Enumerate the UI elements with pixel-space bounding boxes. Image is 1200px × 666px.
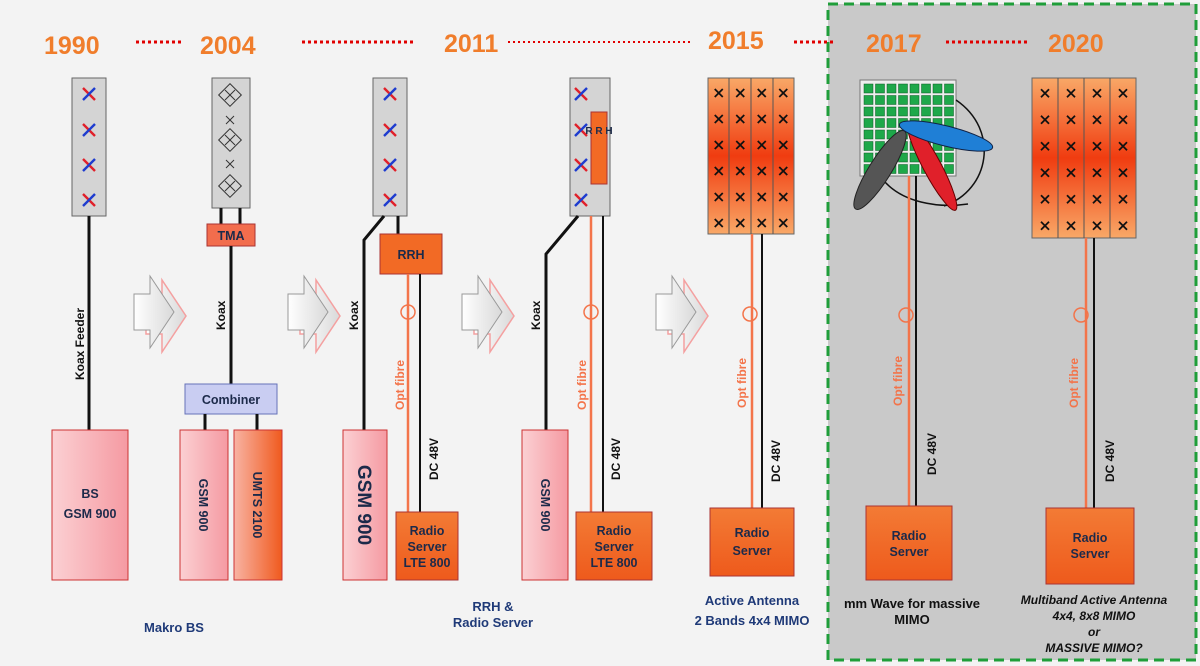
opt-fibre-label: Opt fibre	[575, 360, 589, 410]
antenna-panel	[211, 77, 251, 209]
arrow-icon	[287, 274, 341, 355]
year-2015: 2015	[708, 27, 764, 55]
umts2100-label: UMTS 2100	[250, 472, 264, 539]
antenna-panel	[372, 77, 408, 217]
beam-blue	[898, 120, 994, 152]
year-1990: 1990	[44, 32, 100, 60]
antenna-panel	[71, 77, 107, 217]
gsm900-box	[521, 429, 569, 581]
bs-box	[51, 429, 129, 581]
server-label: Server	[1071, 547, 1110, 561]
gsm900-label: GSM 900	[196, 479, 210, 532]
era-2011-b: R R H Koax Opt fibre DC 48V GSM 900 Radi…	[521, 77, 653, 581]
radio-label: Radio	[735, 526, 770, 540]
rrh-integrated	[590, 111, 608, 185]
gsm900-label: GSM 900	[353, 465, 374, 545]
radio-label: Radio	[410, 524, 445, 538]
radio-server-box	[395, 511, 459, 581]
lte800-label: LTE 800	[590, 556, 637, 570]
era-1990: Koax Feeder BS GSM 900	[51, 77, 129, 581]
koax-cable	[544, 215, 580, 430]
radio-server-box	[709, 507, 795, 577]
gsm900-label: GSM 900	[538, 479, 552, 532]
gsm900-box	[179, 429, 229, 581]
active-caption-2: 2 Bands 4x4 MIMO	[695, 613, 810, 628]
multiband-caption-3: or	[1088, 625, 1101, 639]
server-label: Server	[890, 545, 929, 559]
koax-label: Koax	[214, 300, 228, 330]
era-2011-a: Koax RRH Opt fibre DC 48V GSM 900 Radio …	[342, 77, 533, 630]
koax-cable	[362, 215, 386, 430]
radio-server-box	[1045, 507, 1135, 585]
active-caption-1: Active Antenna	[705, 593, 800, 608]
future-frame	[826, 2, 1198, 662]
bs-label: BS	[81, 487, 98, 501]
year-2020: 2020	[1048, 30, 1104, 58]
dc48v-label: DC 48V	[769, 440, 783, 482]
koax-label: Koax	[529, 300, 543, 330]
cross-icon	[383, 87, 397, 207]
era-2004: TMA Koax Combiner GSM 900 UMTS 2100 Makr…	[144, 77, 283, 635]
cross-icon	[82, 87, 96, 207]
rrh-box	[379, 233, 443, 275]
combiner-label: Combiner	[202, 393, 260, 407]
dc48v-label: DC 48V	[925, 433, 939, 475]
opt-fibre-label: Opt fibre	[891, 356, 905, 406]
mmwave-caption-2: MIMO	[894, 612, 929, 627]
radio-label: Radio	[892, 529, 927, 543]
koax-label: Koax	[347, 300, 361, 330]
opt-fibre-label: Opt fibre	[735, 358, 749, 408]
makro-bs-caption: Makro BS	[144, 620, 204, 635]
dc48v-label: DC 48V	[427, 438, 441, 480]
cross-icon	[1040, 88, 1128, 231]
era-2017: Opt fibre DC 48V Radio Server mm Wave fo…	[844, 79, 994, 627]
radio-label: Radio	[1073, 531, 1108, 545]
rrh-caption-1: RRH &	[472, 599, 513, 614]
lte800-label: LTE 800	[403, 556, 450, 570]
gsm900-box	[342, 429, 388, 581]
rrh-vertical-label: R R H	[585, 126, 612, 137]
koax-feeder-label: Koax Feeder	[73, 308, 87, 380]
rrh-label: RRH	[397, 248, 424, 262]
dipole-icon	[217, 82, 243, 199]
era-2015: Opt fibre DC 48V Radio Server Active Ant…	[695, 77, 810, 628]
server-label: Server	[408, 540, 447, 554]
server-label: Server	[595, 540, 634, 554]
dc48v-label: DC 48V	[1103, 440, 1117, 482]
year-2004: 2004	[200, 32, 256, 60]
cross-icon	[714, 88, 788, 228]
multiband-caption-2: 4x4, 8x8 MIMO	[1052, 609, 1136, 623]
combiner-box	[184, 383, 278, 415]
radio-server-box	[865, 505, 953, 581]
multiband-caption-1: Multiband Active Antenna	[1021, 593, 1168, 607]
bs-gsm-label: GSM 900	[64, 507, 117, 521]
arrow-icon	[133, 274, 187, 355]
server-label: Server	[733, 544, 772, 558]
arrow-icon	[655, 274, 709, 355]
multiband-caption-4: MASSIVE MIMO?	[1045, 641, 1143, 655]
year-2011: 2011	[444, 30, 498, 58]
rrh-caption-2: Radio Server	[453, 615, 533, 630]
opt-fibre-label: Opt fibre	[393, 360, 407, 410]
year-2017: 2017	[866, 30, 922, 58]
radio-label: Radio	[597, 524, 632, 538]
era-2020: Opt fibre DC 48V Radio Server Multiband …	[1021, 77, 1168, 655]
umts2100-box	[233, 429, 283, 581]
arrow-icon	[461, 274, 515, 355]
tma-label: TMA	[217, 229, 244, 243]
mmwave-caption-1: mm Wave for massive	[844, 596, 980, 611]
cross-icon	[574, 87, 588, 207]
opt-fibre-label: Opt fibre	[1067, 358, 1081, 408]
radio-server-box	[575, 511, 653, 581]
dc48v-label: DC 48V	[609, 438, 623, 480]
